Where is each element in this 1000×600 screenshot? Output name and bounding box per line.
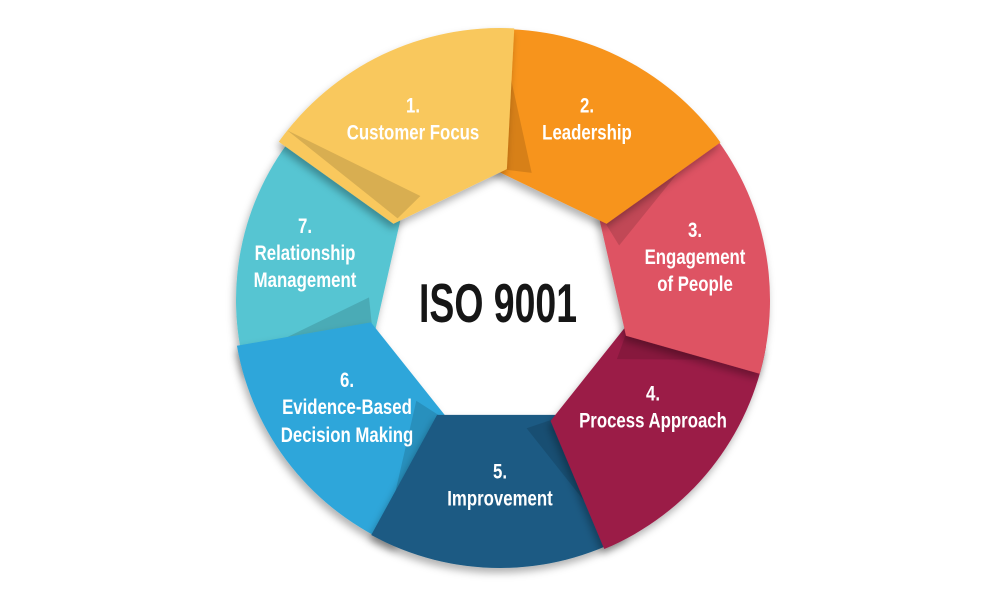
segment-4-shape xyxy=(550,322,767,550)
segment-2-shape xyxy=(485,28,721,224)
segment-1-shape xyxy=(278,27,515,224)
segment-1-fold-shade xyxy=(287,130,421,219)
